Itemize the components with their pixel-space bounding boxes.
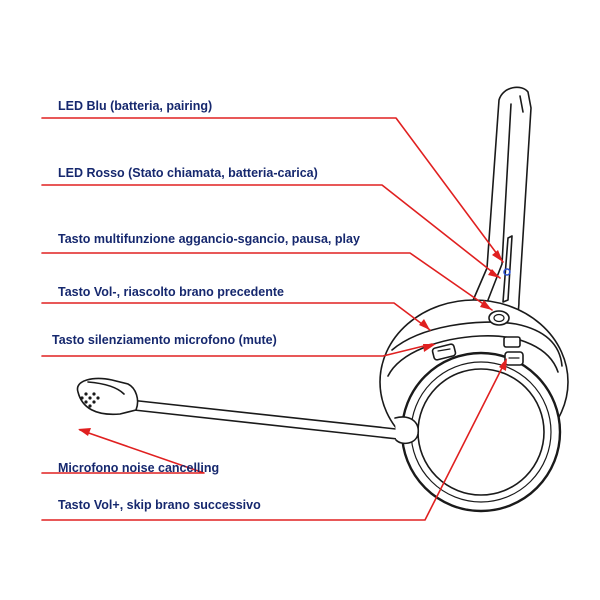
label-led-blue: LED Blu (batteria, pairing) [58,99,213,113]
label-mute: Tasto silenziamento microfono (mute) [52,333,277,347]
leader-mute [41,343,433,357]
ear-cup-band [391,321,563,367]
leader-vol-minus [41,302,431,331]
arrowhead-led-blue [492,250,503,262]
arrowhead-led-red [488,269,500,278]
headband-arm-inner-edge [487,103,512,301]
mic-grille [80,392,100,408]
boom-pivot [394,416,420,445]
ear-cushion-outer [400,351,562,513]
arrowhead-vol-minus [419,319,430,330]
leader-vol-plus [41,361,506,521]
arrowhead-mute [423,344,436,352]
label-microphone: Microfono noise cancelling [58,461,220,475]
led-blue-indicator [503,268,511,276]
mic-capsule [76,377,139,416]
leader-led-blue [41,117,504,263]
mute-button-mark [437,348,451,352]
headband-arm-band [519,95,524,113]
ear-cup-rim [387,335,559,377]
vol-minus-button [503,336,521,348]
label-led-red: LED Rosso (Stato chiamata, batteria-cari… [58,166,318,180]
leader-microphone [41,429,205,474]
mute-button [431,343,457,361]
boom-arm [129,399,411,441]
label-vol-plus: Tasto Vol+, skip brano successivo [58,498,261,512]
mic-capsule-edge [87,381,125,395]
label-vol-minus: Tasto Vol-, riascolto brano precedente [58,285,284,299]
leader-led-red [41,184,501,279]
arrowhead-multifunction [480,300,492,310]
arrowhead-microphone [78,428,91,436]
label-multifunction: Tasto multifunzione aggancio-sgancio, pa… [58,232,360,246]
leader-multifunction [41,252,493,311]
multifunction-button [488,310,510,326]
arrowhead-vol-plus [499,358,507,371]
multifunction-button-inner [493,313,505,323]
